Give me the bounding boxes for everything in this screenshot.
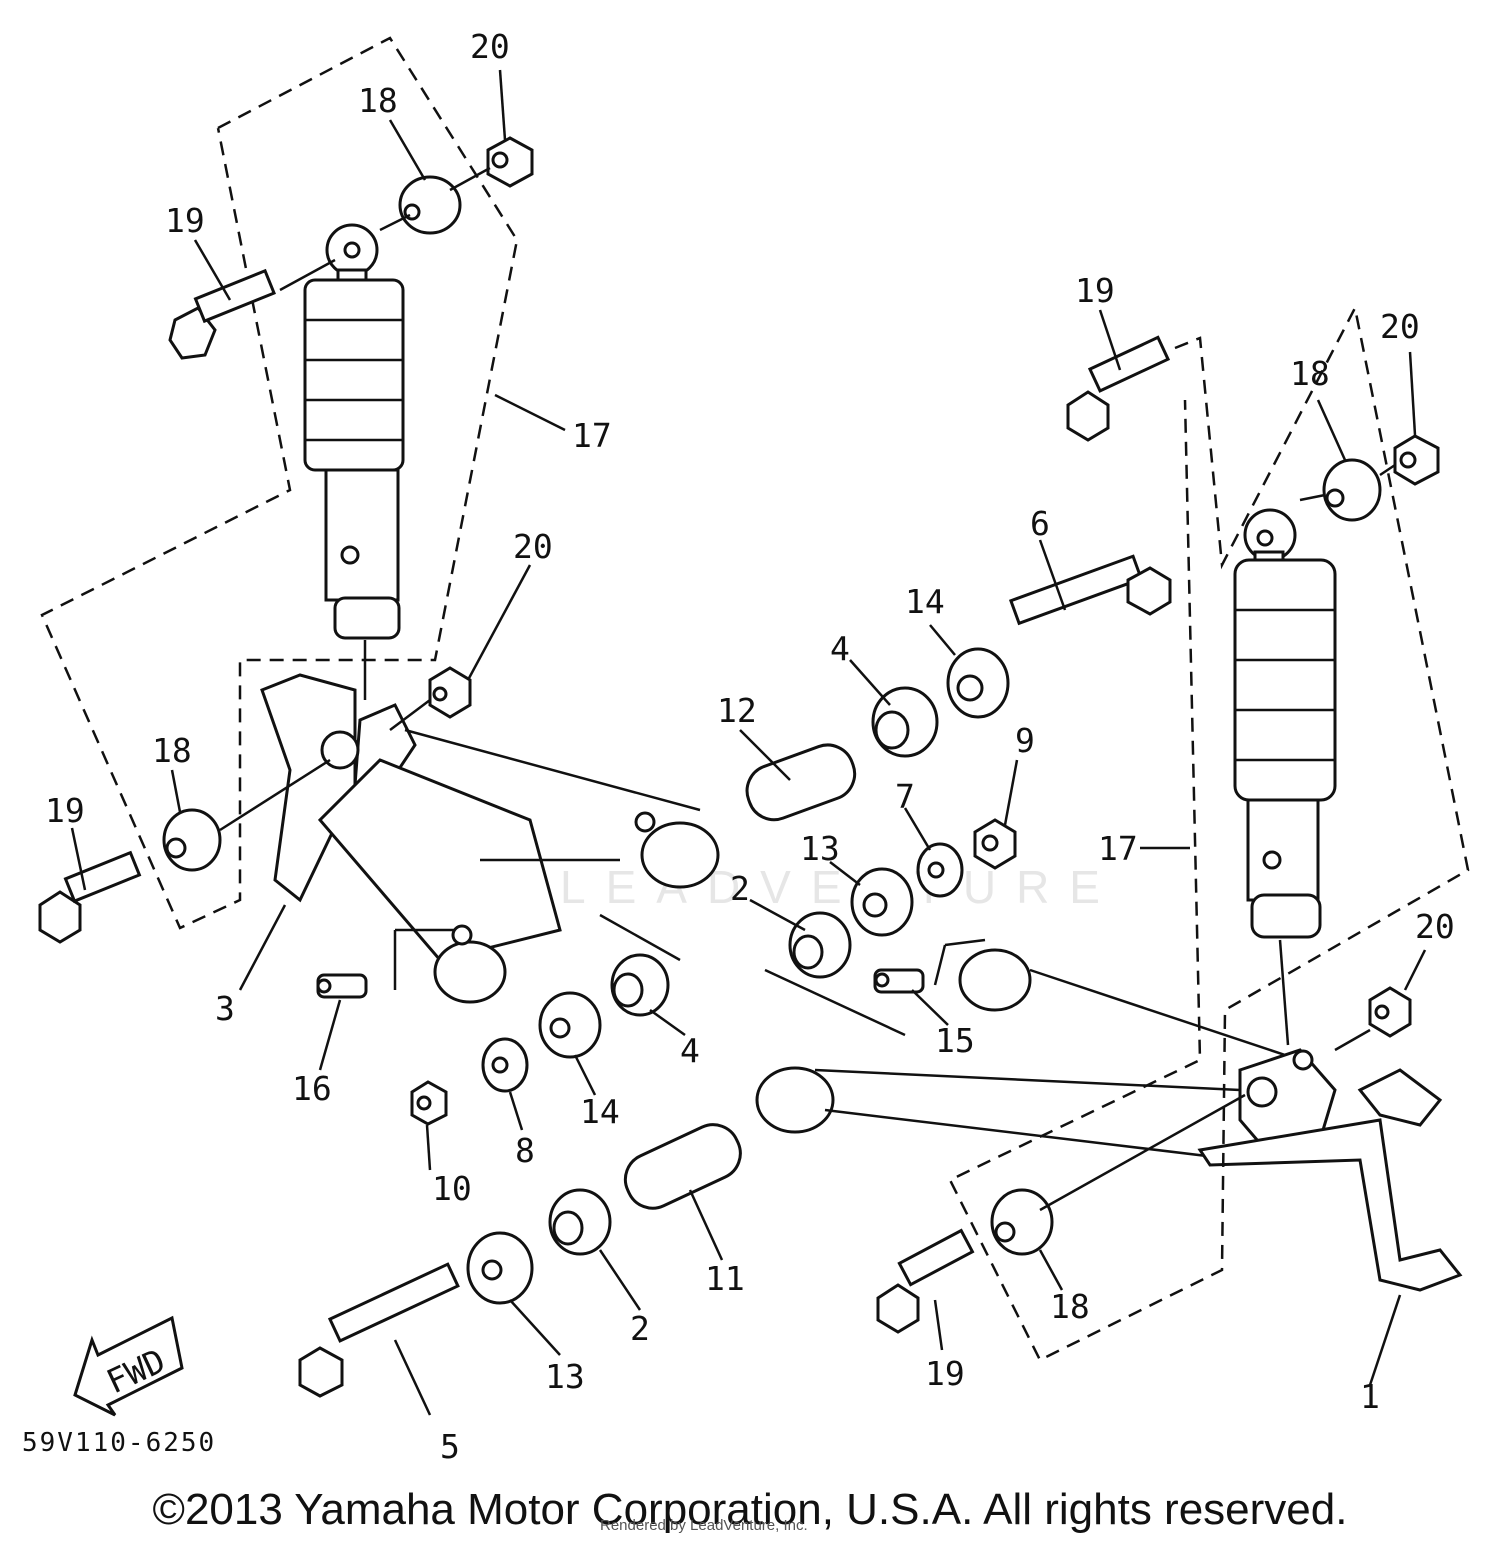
right-lower-nut[interactable] — [1368, 986, 1412, 1038]
long-bolt-5[interactable] — [298, 1262, 460, 1398]
callout-1: 1 — [1360, 1377, 1380, 1416]
callout-3: 3 — [215, 989, 235, 1028]
rendered-by-note: Rendered by LeadVenture, Inc. — [600, 1517, 808, 1534]
callout-16: 16 — [292, 1069, 332, 1108]
left-lower-bushing[interactable] — [162, 808, 222, 872]
long-bolt-6[interactable] — [1008, 554, 1172, 626]
right-lower-bolt[interactable] — [876, 1228, 975, 1334]
copyright-notice: ©2013 Yamaha Motor Corporation, U.S.A. A… — [152, 1485, 1348, 1534]
left-lower-nut[interactable] — [428, 666, 472, 719]
left-upper-bushing[interactable] — [398, 175, 462, 235]
callout-19: 19 — [1075, 271, 1115, 310]
right-thrust-cover-14[interactable] — [946, 647, 1010, 719]
left-upper-bolt[interactable] — [168, 268, 276, 360]
right-grease-nipple[interactable] — [873, 968, 925, 994]
left-grease-nipple[interactable] — [316, 973, 368, 999]
right-upper-bushing[interactable] — [1322, 458, 1382, 522]
callout-11: 11 — [705, 1259, 745, 1298]
callout-17: 17 — [1098, 829, 1138, 868]
callout-18: 18 — [152, 731, 192, 770]
callout-14: 14 — [580, 1092, 620, 1131]
right-nut-9[interactable] — [973, 818, 1017, 870]
callout-15: 15 — [935, 1021, 975, 1060]
callout-9: 9 — [1015, 721, 1035, 760]
callout-20: 20 — [513, 527, 553, 566]
left-nut-10[interactable] — [410, 1080, 448, 1126]
callout-4: 4 — [830, 629, 850, 668]
right-upper-bolt[interactable] — [1066, 335, 1171, 442]
callout-20: 20 — [1415, 907, 1455, 946]
callout-17: 17 — [572, 416, 612, 455]
left-shock-absorber[interactable] — [303, 223, 405, 640]
callout-4: 4 — [680, 1031, 700, 1070]
right-a-arm[interactable] — [755, 948, 1463, 1292]
left-a-arm[interactable] — [260, 673, 720, 1004]
callout-7: 7 — [895, 777, 915, 816]
right-bushing-2[interactable] — [788, 911, 852, 979]
right-upper-nut[interactable] — [1393, 434, 1440, 486]
right-shock-absorber[interactable] — [1233, 508, 1337, 939]
right-thrust-cover-13[interactable] — [850, 867, 914, 937]
callout-10: 10 — [432, 1169, 472, 1208]
callout-6: 6 — [1030, 504, 1050, 543]
fwd-arrow: FWD — [73, 1315, 184, 1417]
right-washer-7[interactable] — [916, 842, 964, 898]
left-thrust-cover-13[interactable] — [466, 1231, 534, 1305]
callout-18: 18 — [1290, 354, 1330, 393]
callout-14: 14 — [905, 582, 945, 621]
left-collar-11[interactable] — [617, 1116, 749, 1217]
callout-20: 20 — [470, 27, 510, 66]
callout-13: 13 — [545, 1357, 585, 1396]
left-collar-12[interactable] — [740, 738, 862, 827]
callout-19: 19 — [925, 1354, 965, 1393]
callout-12: 12 — [717, 691, 757, 730]
callout-18: 18 — [1050, 1287, 1090, 1326]
alignment-lines — [219, 166, 1396, 1212]
callout-18: 18 — [358, 81, 398, 120]
callout-leaders — [70, 69, 1427, 1416]
left-lower-bolt[interactable] — [38, 850, 142, 944]
callout-2: 2 — [630, 1309, 650, 1348]
left-bushing-2[interactable] — [548, 1188, 612, 1256]
left-thrust-cover-14[interactable] — [538, 991, 602, 1059]
callout-20: 20 — [1380, 307, 1420, 346]
left-upper-nut[interactable] — [486, 136, 534, 188]
callout-8: 8 — [515, 1131, 535, 1170]
diagram-code: 59V110-6250 — [22, 1428, 217, 1458]
callout-5: 5 — [440, 1427, 460, 1466]
callout-19: 19 — [45, 791, 85, 830]
left-washer-8[interactable] — [481, 1037, 529, 1093]
callout-labels: 20 18 19 17 20 18 19 3 16 10 8 14 4 12 4… — [45, 27, 1455, 1466]
left-shock-assembly-outline — [40, 36, 519, 930]
right-lower-bushing[interactable] — [990, 1188, 1054, 1256]
callout-19: 19 — [165, 201, 205, 240]
left-bushing-4[interactable] — [610, 953, 670, 1017]
callout-13: 13 — [800, 829, 840, 868]
callout-2: 2 — [730, 869, 750, 908]
